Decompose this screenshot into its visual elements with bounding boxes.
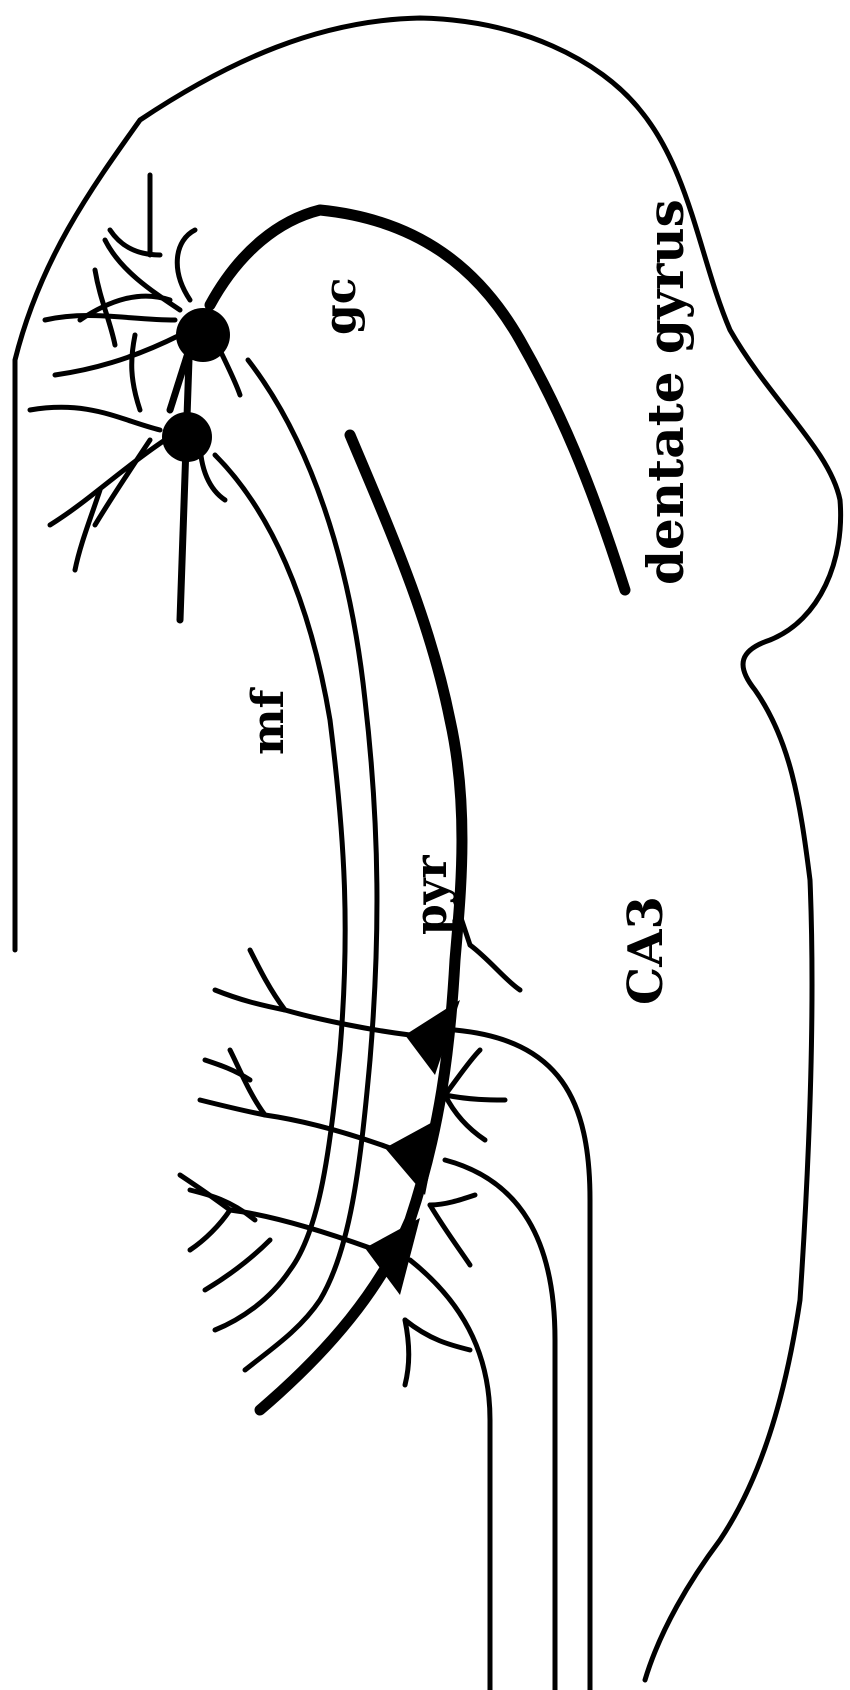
label-pyr: pyr bbox=[406, 855, 457, 935]
label-mf: mf bbox=[243, 686, 294, 755]
label-dentate-gyrus: dentate gyrus bbox=[636, 199, 695, 585]
pyramid-axon-1 bbox=[455, 1030, 590, 1690]
granule-cell-dendrites bbox=[30, 175, 240, 570]
outer-outline bbox=[15, 18, 841, 1680]
granule-cell-soma-1 bbox=[176, 308, 230, 362]
granule-cell-soma-2 bbox=[162, 412, 212, 462]
label-gc: gc bbox=[315, 277, 366, 335]
label-ca3: CA3 bbox=[618, 896, 674, 1005]
pyramidal-cell-soma-2 bbox=[385, 1118, 440, 1195]
pyramid-axon-2 bbox=[445, 1160, 555, 1690]
pyramid-axon-3 bbox=[410, 1260, 490, 1690]
mossy-fiber-tract-1 bbox=[215, 455, 345, 1330]
